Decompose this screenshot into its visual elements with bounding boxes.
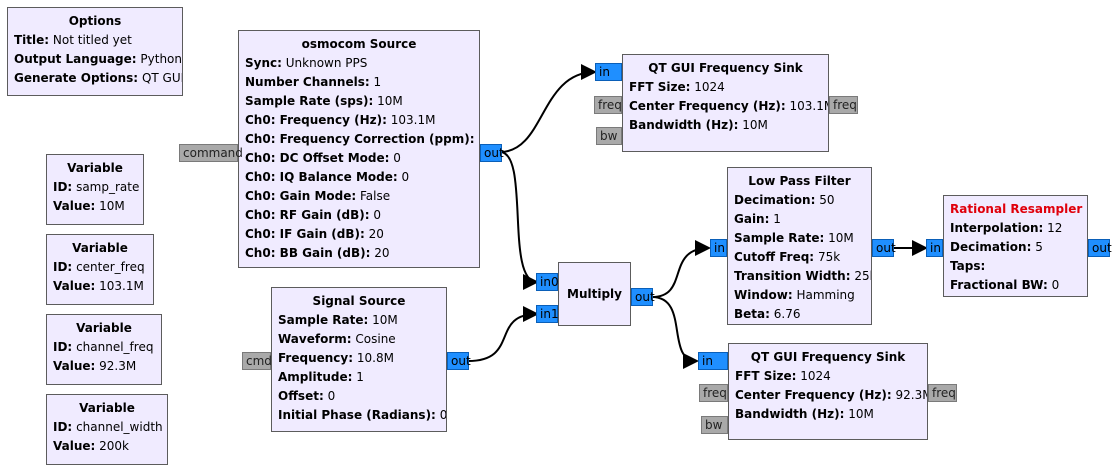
fft-sink-1-param-fft-size: FFT Size: 1024	[629, 80, 725, 94]
low-pass-filter-block[interactable]: Low Pass Filter Decimation: 50 Gain: 1 S…	[727, 167, 872, 325]
resampler-param-interpolation: Interpolation: 12	[950, 221, 1063, 235]
multiply-block[interactable]: Multiply	[558, 262, 631, 326]
options-block[interactable]: Options Title: Not titled yet Output Lan…	[7, 7, 183, 96]
signal-param-amplitude: Amplitude: 1	[278, 370, 364, 384]
variable-value: Value: 92.3M	[53, 359, 137, 373]
fft-sink-2-param-center-freq: Center Frequency (Hz): 92.3M	[735, 388, 927, 402]
variable-block-samp-rate[interactable]: Variable ID: samp_rate Value: 10M	[46, 154, 144, 225]
variable-title: Variable	[76, 321, 132, 335]
osmocom-param-frequency: Ch0: Frequency (Hz): 103.1M	[245, 113, 436, 127]
lpf-param-decimation: Decimation: 50	[734, 193, 835, 207]
osmocom-source-title: osmocom Source	[301, 37, 417, 51]
fft-sink-2-param-fft-size: FFT Size: 1024	[735, 369, 831, 383]
osmocom-param-num-channels: Number Channels: 1	[245, 75, 382, 89]
fft-sink-2-param-bandwidth: Bandwidth (Hz): 10M	[735, 407, 874, 421]
multiply-in1-port[interactable]: in1	[536, 305, 559, 323]
options-param-title: Title: Not titled yet	[14, 33, 132, 47]
lpf-param-sample-rate: Sample Rate: 10M	[734, 231, 854, 245]
fft-sink-1-param-center-freq: Center Frequency (Hz): 103.1M	[629, 99, 828, 113]
multiply-out-port[interactable]: out	[631, 288, 655, 306]
fft-sink-2-bw-port[interactable]: bw	[701, 416, 728, 434]
resampler-param-fractional-bw: Fractional BW: 0	[950, 278, 1060, 292]
wire-multiply-to-lpf	[651, 240, 711, 298]
variable-title: Variable	[79, 401, 135, 415]
variable-value: Value: 200k	[53, 439, 130, 453]
fft-sink-1-bw-port[interactable]: bw	[596, 127, 622, 145]
osmocom-param-if-gain: Ch0: IF Gain (dB): 20	[245, 227, 384, 241]
fft-sink-2-block[interactable]: QT GUI Frequency Sink FFT Size: 1024 Cen…	[728, 343, 928, 440]
resampler-in-port[interactable]: in	[926, 239, 943, 257]
osmocom-param-gain-mode: Ch0: Gain Mode: False	[245, 189, 391, 203]
osmocom-source-block[interactable]: osmocom Source Sync: Unknown PPS Number …	[238, 30, 480, 268]
multiply-in0-port[interactable]: in0	[536, 273, 559, 291]
wire-osmocom-to-fftsink1	[499, 64, 597, 153]
wire-signal-to-multiply	[467, 306, 539, 362]
fft-sink-2-title: QT GUI Frequency Sink	[750, 350, 906, 364]
lpf-param-transition-width: Transition Width: 25k	[734, 269, 871, 283]
variable-id: ID: samp_rate	[53, 180, 140, 194]
lpf-out-port[interactable]: out	[872, 239, 896, 257]
fft-sink-2-freq-out-port[interactable]: freq	[928, 384, 957, 402]
variable-value: Value: 10M	[53, 199, 125, 213]
variable-block-channel-width[interactable]: Variable ID: channel_width Value: 200k	[46, 394, 168, 465]
variable-id: ID: channel_width	[53, 420, 163, 434]
osmocom-command-port[interactable]: command	[179, 144, 243, 162]
signal-param-sample-rate: Sample Rate: 10M	[278, 313, 398, 327]
fft-sink-1-title: QT GUI Frequency Sink	[648, 61, 803, 75]
variable-title: Variable	[67, 161, 123, 175]
variable-value: Value: 103.1M	[53, 279, 144, 293]
signal-param-frequency: Frequency: 10.8M	[278, 351, 394, 365]
variable-id: ID: channel_freq	[53, 340, 154, 354]
wire-osmocom-to-multiply	[499, 151, 539, 290]
variable-block-center-freq[interactable]: Variable ID: center_freq Value: 103.1M	[46, 234, 154, 305]
fft-sink-1-freq-in-port[interactable]: freq	[594, 96, 622, 114]
osmocom-param-rf-gain: Ch0: RF Gain (dB): 0	[245, 208, 382, 222]
lpf-param-cutoff: Cutoff Freq: 75k	[734, 250, 841, 264]
fft-sink-2-freq-in-port[interactable]: freq	[699, 384, 728, 402]
osmocom-param-sync: Sync: Unknown PPS	[245, 56, 368, 70]
osmocom-param-bb-gain: Ch0: BB Gain (dB): 20	[245, 246, 390, 260]
signal-source-out-port[interactable]: out	[447, 352, 471, 370]
variable-block-channel-freq[interactable]: Variable ID: channel_freq Value: 92.3M	[46, 314, 162, 385]
options-param-output-language: Output Language: Python	[14, 52, 183, 66]
signal-source-block[interactable]: Signal Source Sample Rate: 10M Waveform:…	[271, 287, 447, 432]
lpf-param-beta: Beta: 6.76	[734, 307, 801, 321]
fft-sink-1-block[interactable]: QT GUI Frequency Sink FFT Size: 1024 Cen…	[622, 54, 829, 152]
lpf-param-gain: Gain: 1	[734, 212, 781, 226]
resampler-param-decimation: Decimation: 5	[950, 240, 1043, 254]
variable-title: Variable	[72, 241, 128, 255]
multiply-title: Multiply	[567, 287, 622, 301]
signal-source-title: Signal Source	[312, 294, 406, 308]
osmocom-param-iq-balance: Ch0: IQ Balance Mode: 0	[245, 170, 410, 184]
options-param-generate-options: Generate Options: QT GUI	[14, 71, 183, 85]
wire-multiply-to-fftsink2	[651, 296, 699, 369]
signal-param-waveform: Waveform: Cosine	[278, 332, 396, 346]
variable-id: ID: center_freq	[53, 260, 145, 274]
fft-sink-1-freq-out-port[interactable]: freq	[829, 96, 858, 114]
osmocom-out-port[interactable]: out	[480, 144, 504, 162]
resampler-title: Rational Resampler	[950, 202, 1083, 216]
lpf-title: Low Pass Filter	[748, 174, 851, 188]
resampler-out-port[interactable]: out	[1088, 239, 1112, 257]
resampler-param-taps: Taps:	[950, 259, 986, 273]
lpf-in-port[interactable]: in	[710, 239, 727, 257]
options-title: Options	[68, 14, 122, 28]
signal-param-offset: Offset: 0	[278, 389, 336, 403]
osmocom-param-sample-rate: Sample Rate (sps): 10M	[245, 94, 403, 108]
lpf-param-window: Window: Hamming	[734, 288, 855, 302]
fft-sink-1-in-port[interactable]: in	[595, 63, 622, 81]
signal-param-initial-phase: Initial Phase (Radians): 0	[278, 408, 447, 422]
rational-resampler-block[interactable]: Rational Resampler Interpolation: 12 Dec…	[943, 195, 1088, 297]
osmocom-param-freq-correction: Ch0: Frequency Correction (ppm): 0	[245, 132, 479, 146]
fft-sink-1-param-bandwidth: Bandwidth (Hz): 10M	[629, 118, 768, 132]
fft-sink-2-in-port[interactable]: in	[698, 352, 728, 370]
signal-source-cmd-port[interactable]: cmd	[242, 352, 272, 370]
osmocom-param-dc-offset: Ch0: DC Offset Mode: 0	[245, 151, 401, 165]
